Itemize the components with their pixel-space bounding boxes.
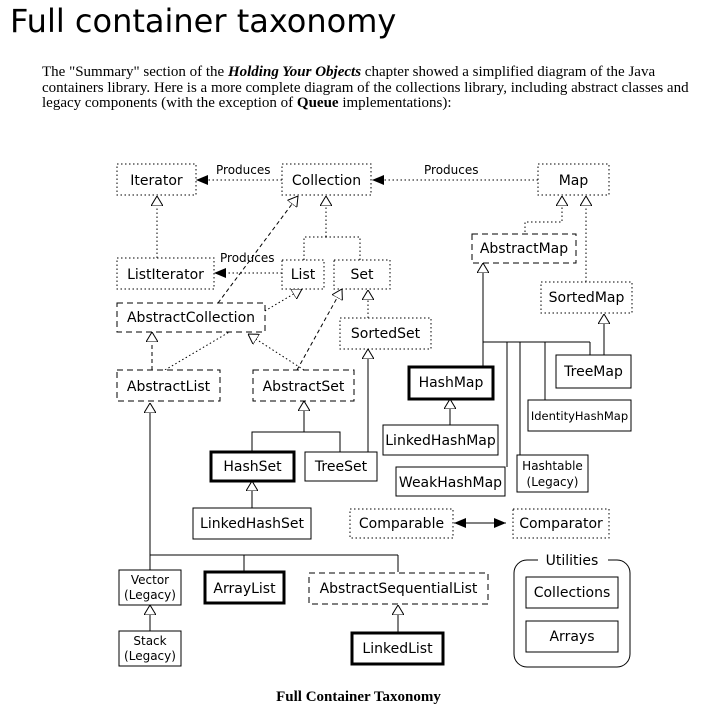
label-stack-line2: (Legacy): [124, 649, 176, 663]
label-tree-map: TreeMap: [563, 364, 623, 380]
edge-treeset-abstractset: [304, 431, 341, 452]
label-abstract-set: AbstractSet: [263, 379, 345, 395]
node-hash-set-box: [209, 450, 296, 483]
queue-term: Queue: [296, 95, 339, 111]
edge-set-collection: [326, 236, 361, 260]
label-stack-line1: Stack: [133, 634, 166, 648]
label-abstract-sequential-list: AbstractSequentialList: [320, 581, 478, 597]
label-abstract-collection: AbstractCollection: [127, 310, 255, 326]
label-array-list: ArrayList: [213, 581, 276, 597]
node-collection-box: [281, 163, 372, 196]
node-linked-list-box: [350, 631, 445, 666]
node-sorted-set-box: [339, 317, 432, 350]
node-comparable-box: [349, 508, 454, 539]
node-vector-box: [118, 569, 182, 606]
edge-abstractmap-map: [524, 196, 562, 236]
node-hashtable-box: [516, 454, 589, 493]
produces-label-listiterator: Produces: [220, 251, 275, 265]
label-sorted-map: SortedMap: [549, 290, 625, 306]
node-comparator-box: [512, 508, 610, 539]
edge-abstractlist-list: [164, 289, 302, 371]
intro-text-3: implementations):: [338, 95, 452, 111]
label-linked-hash-set: LinkedHashSet: [200, 516, 304, 532]
label-list-iterator: ListIterator: [127, 267, 204, 283]
label-utilities: Utilities: [546, 553, 599, 569]
node-linked-hash-map-box: [382, 424, 499, 456]
chapter-title: Holding Your Objects: [227, 64, 362, 80]
label-vector-line2: (Legacy): [124, 588, 176, 602]
node-tree-map-box: [555, 354, 632, 389]
node-linked-hash-set-box: [192, 507, 312, 540]
nodes: [116, 163, 633, 668]
label-linked-hash-map: LinkedHashMap: [385, 433, 496, 449]
label-collection: Collection: [292, 173, 361, 189]
node-abstract-set-box: [252, 369, 355, 402]
node-tree-set-box: [304, 451, 378, 482]
node-labels: Iterator Collection Map AbstractMap List…: [124, 173, 628, 663]
produces-label-iterator: Produces: [216, 163, 271, 177]
node-set-box: [333, 259, 391, 290]
node-weak-hash-map-box: [395, 466, 506, 497]
node-collections-box: [525, 576, 619, 609]
node-array-list-box: [203, 570, 286, 605]
label-comparator: Comparator: [519, 516, 603, 532]
label-map: Map: [559, 173, 589, 189]
label-hashtable-line1: Hashtable: [522, 459, 583, 473]
label-collections: Collections: [534, 585, 611, 601]
node-hash-map-box: [407, 365, 495, 401]
node-sorted-map-box: [540, 281, 633, 314]
produces-label-map: Produces: [424, 163, 479, 177]
figure-caption: Full Container Taxonomy: [276, 689, 441, 705]
label-sorted-set: SortedSet: [351, 326, 421, 342]
node-identity-hash-map-box: [527, 399, 632, 432]
edge-abstractset-set: [296, 289, 342, 371]
edge-abstractcollection-collection: [217, 196, 298, 304]
label-hash-map: HashMap: [419, 375, 484, 391]
label-vector-line1: Vector: [131, 573, 169, 587]
edge-hashset-abstractset: [251, 431, 304, 452]
label-list: List: [291, 267, 316, 283]
edge-labels: Produces Produces Produces: [216, 163, 479, 265]
intro-paragraph: The "Summary" section of the Holding You…: [42, 64, 707, 112]
edges: [150, 175, 604, 633]
intro-text-2: chapter showed a simplified diagram of t…: [42, 64, 689, 111]
label-abstract-list: AbstractList: [127, 379, 211, 395]
node-abstract-collection-box: [116, 302, 266, 333]
label-weak-hash-map: WeakHashMap: [399, 475, 502, 491]
label-tree-set: TreeSet: [314, 459, 368, 475]
node-arrays-box: [525, 620, 619, 653]
node-list-iterator-box: [116, 257, 215, 290]
intro-text-1: The "Summary" section of the: [42, 64, 228, 80]
node-list-box: [281, 259, 325, 290]
label-iterator: Iterator: [130, 173, 183, 189]
node-abstract-sequential-list-box: [308, 572, 489, 605]
label-set: Set: [351, 267, 375, 283]
label-identity-hash-map: IdentityHashMap: [531, 409, 628, 423]
label-linked-list: LinkedList: [362, 641, 433, 657]
node-stack-box: [118, 630, 182, 667]
label-hashtable-line2: (Legacy): [527, 475, 579, 489]
edge-list-collection: [303, 236, 326, 260]
node-iterator-box: [116, 163, 197, 196]
edge-abstractset-abstractcollection: [248, 334, 305, 371]
node-abstract-list-box: [116, 369, 221, 402]
node-abstract-map-box: [471, 233, 577, 264]
page-title: Full container taxonomy: [10, 2, 397, 40]
label-arrays: Arrays: [549, 629, 594, 645]
label-hash-set: HashSet: [223, 459, 282, 475]
label-comparable: Comparable: [359, 516, 444, 532]
node-map-box: [537, 163, 610, 196]
label-abstract-map: AbstractMap: [480, 241, 568, 257]
